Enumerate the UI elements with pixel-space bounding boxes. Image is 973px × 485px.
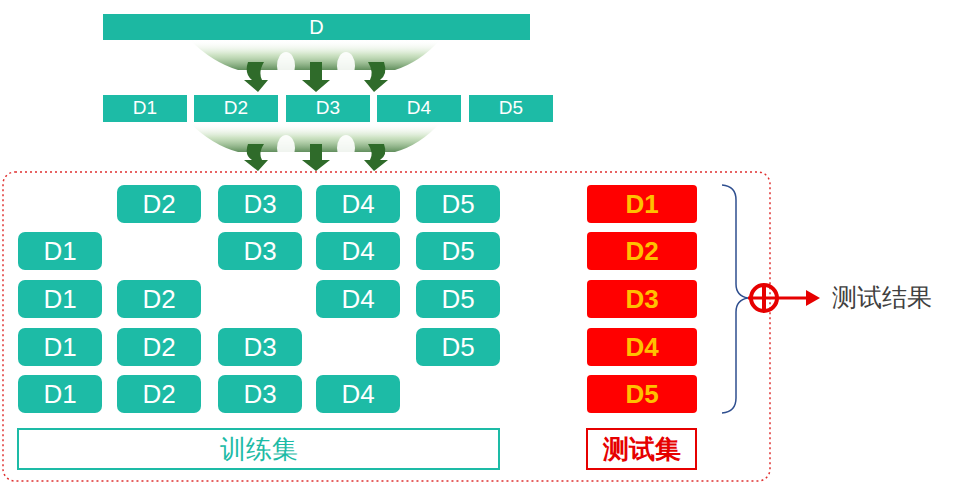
box-text: D5 — [441, 333, 474, 362]
box-text: D3 — [243, 380, 276, 409]
train-fold-box: D3 — [218, 328, 302, 366]
train-fold-box: D4 — [316, 280, 400, 318]
train-fold-box: D3 — [218, 232, 302, 270]
box-text: D4 — [407, 98, 431, 119]
box-text: D5 — [441, 285, 474, 314]
box-text: D2 — [142, 190, 175, 219]
box-text: D4 — [341, 190, 374, 219]
fold-box: D3 — [286, 95, 370, 122]
train-set-label: 训练集 — [17, 428, 500, 470]
train-fold-box: D1 — [18, 280, 102, 318]
train-fold-box: D2 — [117, 280, 201, 318]
box-text: D1 — [43, 333, 76, 362]
train-fold-box: D3 — [218, 375, 302, 413]
box-text: D2 — [142, 380, 175, 409]
split-fan — [190, 40, 440, 92]
fold-box: D1 — [103, 95, 187, 122]
train-fold-box: D4 — [316, 375, 400, 413]
test-fold-box: D3 — [587, 280, 697, 318]
box-text: 训练集 — [220, 435, 298, 464]
box-text: D — [309, 16, 323, 38]
sum-symbol — [748, 285, 820, 311]
box-text: D1 — [43, 237, 76, 266]
train-fold-box: D5 — [416, 280, 500, 318]
train-fold-box: D4 — [316, 185, 400, 223]
train-fold-box: D4 — [316, 232, 400, 270]
box-text: 测试集 — [603, 435, 681, 464]
box-text: D2 — [625, 237, 658, 266]
fold-box: D5 — [469, 95, 553, 122]
box-text: D4 — [341, 380, 374, 409]
box-text: D5 — [499, 98, 523, 119]
train-fold-box: D1 — [18, 375, 102, 413]
box-text: D3 — [243, 190, 276, 219]
box-text: D3 — [243, 237, 276, 266]
test-fold-box: D2 — [587, 232, 697, 270]
train-fold-box: D3 — [218, 185, 302, 223]
train-fold-box: D1 — [18, 328, 102, 366]
box-text: D3 — [316, 98, 340, 119]
test-fold-box: D4 — [587, 328, 697, 366]
train-fold-box: D2 — [117, 375, 201, 413]
box-text: D2 — [142, 333, 175, 362]
train-fold-box: D1 — [18, 232, 102, 270]
box-text: D1 — [133, 98, 157, 119]
train-fold-box: D5 — [416, 328, 500, 366]
merge-fan — [190, 123, 440, 171]
box-text: D5 — [625, 380, 658, 409]
train-fold-box: D2 — [117, 185, 201, 223]
box-text: D2 — [142, 285, 175, 314]
fold-box: D4 — [377, 95, 461, 122]
box-text: D1 — [43, 380, 76, 409]
dataset-bar: D — [103, 14, 530, 40]
box-text: D4 — [341, 285, 374, 314]
box-text: D4 — [625, 333, 658, 362]
train-fold-box: D5 — [416, 185, 500, 223]
box-text: D3 — [625, 285, 658, 314]
result-label: 测试结果 — [832, 284, 932, 312]
train-fold-box: D2 — [117, 328, 201, 366]
box-text: D1 — [625, 190, 658, 219]
test-set-label: 测试集 — [586, 428, 697, 470]
test-fold-box: D5 — [587, 375, 697, 413]
box-text: D3 — [243, 333, 276, 362]
test-fold-box: D1 — [587, 185, 697, 223]
train-fold-box: D5 — [416, 232, 500, 270]
box-text: D5 — [441, 190, 474, 219]
box-text: D4 — [341, 237, 374, 266]
curly-bracket — [722, 185, 748, 413]
box-text: D1 — [43, 285, 76, 314]
box-text: D2 — [224, 98, 248, 119]
fold-box: D2 — [194, 95, 278, 122]
dotted-frame — [3, 172, 770, 481]
box-text: D5 — [441, 237, 474, 266]
